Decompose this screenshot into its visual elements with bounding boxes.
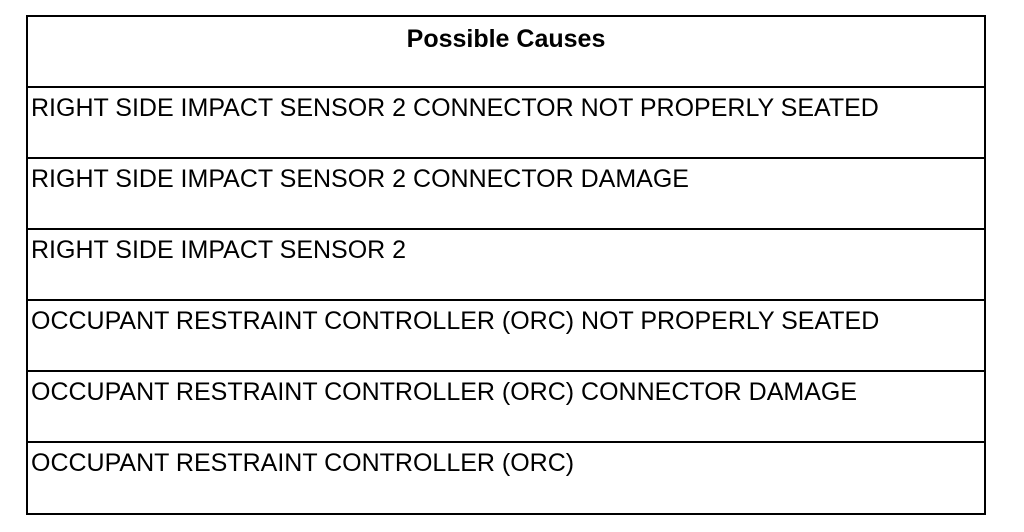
cause-text: OCCUPANT RESTRAINT CONTROLLER (ORC) NOT … (31, 307, 880, 335)
cause-text: OCCUPANT RESTRAINT CONTROLLER (ORC) CONN… (31, 378, 858, 406)
cause-text: RIGHT SIDE IMPACT SENSOR 2 CONNECTOR DAM… (31, 165, 689, 193)
table-row: RIGHT SIDE IMPACT SENSOR 2 (28, 230, 984, 301)
table-row: RIGHT SIDE IMPACT SENSOR 2 CONNECTOR DAM… (28, 159, 984, 230)
table-row: OCCUPANT RESTRAINT CONTROLLER (ORC) (28, 443, 984, 513)
table-row: RIGHT SIDE IMPACT SENSOR 2 CONNECTOR NOT… (28, 88, 984, 159)
table-header: Possible Causes (28, 17, 984, 88)
cause-text: RIGHT SIDE IMPACT SENSOR 2 (31, 236, 407, 264)
cause-text: OCCUPANT RESTRAINT CONTROLLER (ORC) (31, 449, 575, 477)
table-row: OCCUPANT RESTRAINT CONTROLLER (ORC) CONN… (28, 372, 984, 443)
cause-text: RIGHT SIDE IMPACT SENSOR 2 CONNECTOR NOT… (31, 94, 879, 122)
possible-causes-table: Possible Causes RIGHT SIDE IMPACT SENSOR… (26, 15, 986, 515)
table-header-label: Possible Causes (406, 25, 606, 53)
table-row: OCCUPANT RESTRAINT CONTROLLER (ORC) NOT … (28, 301, 984, 372)
